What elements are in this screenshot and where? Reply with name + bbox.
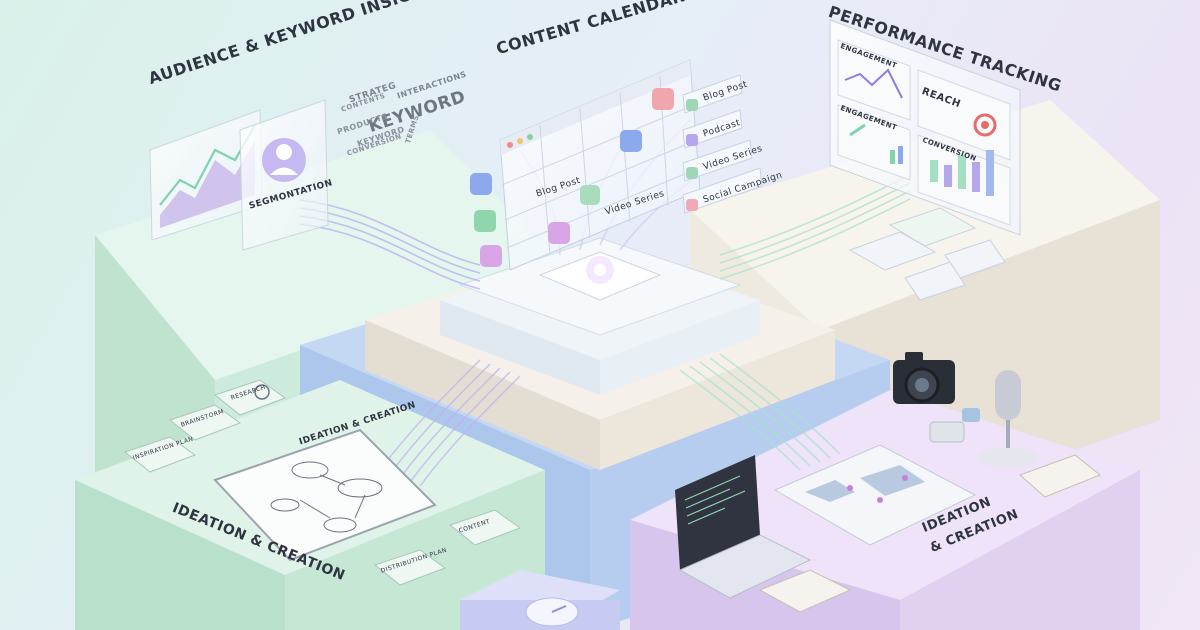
scene-artwork	[0, 0, 1200, 630]
isometric-scene: AUDIENCE & KEYWORD INSIGHTS CONTENT CALE…	[0, 0, 1200, 630]
